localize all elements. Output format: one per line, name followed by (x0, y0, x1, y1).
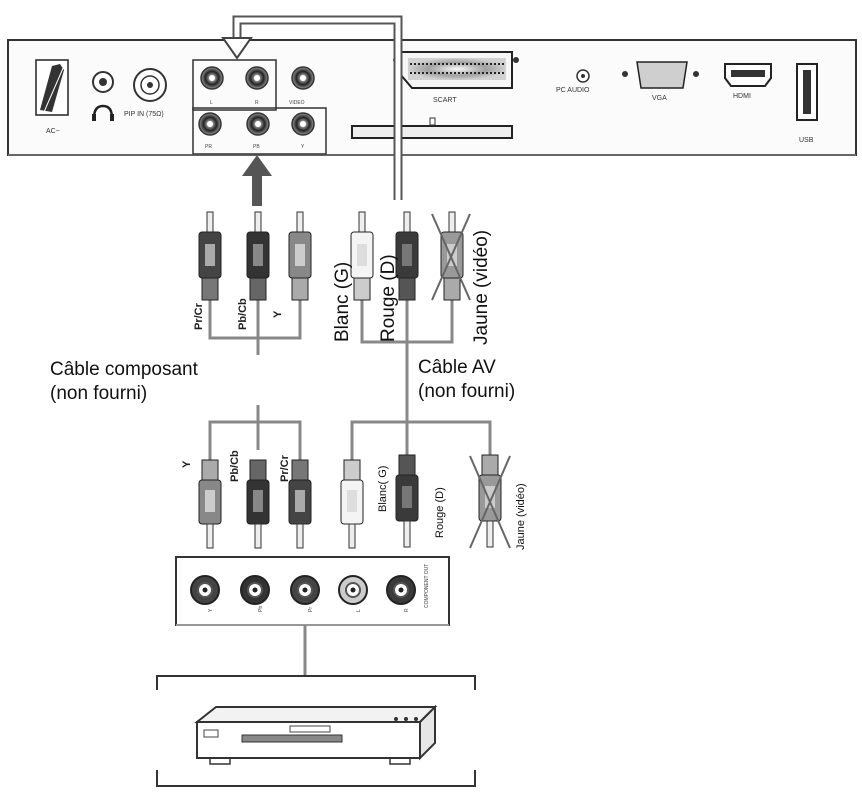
video-label: VIDEO (289, 100, 305, 106)
vga-label: VGA (652, 95, 667, 102)
audio-lr-inputs: L R (192, 59, 277, 111)
label-y-top: Y (272, 310, 284, 318)
component-plugs-top (198, 211, 312, 301)
plug-pr-top (198, 211, 222, 301)
label-pb-bottom: Pb/Cb (229, 450, 241, 482)
label-pr-top: Pr/Cr (193, 302, 205, 330)
component-input-arrow (242, 155, 272, 206)
av-top-labels: Blanc (G) Rouge (D) Jaune (vidéo) (332, 230, 492, 345)
device-output-panel: Y Pb Pr L R COMPONENT OUT (175, 556, 450, 626)
device-jack-r-label: R (404, 608, 410, 612)
label-white-bottom: Blanc( G) (377, 466, 389, 512)
scart-port: SCART (393, 51, 519, 104)
device-bracket (156, 675, 476, 787)
hdmi-label: HDMI (733, 93, 751, 100)
component-top-labels: Pr/Cr Pb/Cb Y (193, 298, 284, 330)
plug-white-bottom (340, 459, 364, 549)
plug-pb-bottom (246, 459, 270, 549)
label-white-top: Blanc (G) (332, 262, 353, 342)
audio-r-label: R (255, 100, 259, 106)
headphone-port (92, 71, 114, 121)
av-caption-line1: Câble AV (418, 357, 496, 378)
usb-label: USB (799, 137, 814, 144)
component-caption-line1: Câble composant (50, 359, 199, 380)
pc-audio-label: PC AUDIO (556, 87, 590, 94)
pip-in-port: PIP IN (75Ω) (124, 68, 167, 118)
av-bottom-labels: Blanc( G) Rouge (D) Jaune (vidéo) (377, 466, 527, 550)
vga-port: VGA (622, 61, 699, 102)
plug-red-bottom (395, 454, 419, 548)
plug-yellow-bottom (469, 454, 511, 549)
pip-in-label: PIP IN (75Ω) (124, 111, 164, 118)
plug-y-top (288, 211, 312, 301)
plug-pb-top (246, 211, 270, 301)
device-jack-l-label: L (356, 609, 362, 612)
ac-power-port: AC~ (35, 59, 69, 135)
device-jacks (190, 575, 416, 605)
device-jack-y-label: Y (208, 608, 214, 612)
dvd-player (194, 704, 438, 765)
component-bottom-labels: Y Pb/Cb Pr/Cr (181, 450, 291, 482)
label-y-bottom: Y (181, 460, 193, 468)
label-yellow-bottom: Jaune (vidéo) (515, 483, 527, 550)
tv-back-panel: AC~ PIP IN (75Ω) L R (7, 39, 857, 156)
label-yellow-top: Jaune (vidéo) (471, 230, 492, 345)
plug-y-bottom (198, 459, 222, 549)
device-jack-pb-label: Pb (258, 606, 264, 612)
component-cable-wires (208, 300, 302, 460)
component-pr-label: PR (205, 144, 212, 150)
usb-port: USB (796, 63, 818, 144)
plug-red-top (395, 211, 419, 301)
component-inputs: PR PB Y (192, 107, 327, 155)
av-caption-line2: (non fourni) (418, 381, 515, 402)
av-plugs-bottom (340, 454, 511, 549)
scart-label: SCART (433, 97, 457, 104)
hdmi-port: HDMI (724, 63, 772, 100)
pc-audio-port: PC AUDIO (556, 69, 590, 94)
plug-yellow-top (431, 211, 471, 301)
av-cable-caption: Câble AV (non fourni) (418, 357, 515, 402)
label-pb-top: Pb/Cb (237, 298, 249, 330)
component-caption-line2: (non fourni) (50, 383, 147, 404)
av-cable-wires (350, 300, 492, 460)
card-slot (351, 117, 513, 139)
av-plugs-top (350, 211, 471, 301)
component-plugs-bottom (198, 459, 312, 549)
component-y-label: Y (301, 144, 305, 150)
headphone-icon (92, 104, 114, 119)
device-jack-pr-label: Pr (308, 607, 314, 612)
label-red-top: Rouge (D) (378, 254, 399, 342)
plug-pr-bottom (288, 459, 312, 549)
audio-l-label: L (210, 100, 213, 106)
av-input-arrow (221, 15, 403, 200)
plug-white-top (350, 211, 374, 301)
label-pr-bottom: Pr/Cr (279, 454, 291, 482)
video-input: VIDEO (289, 66, 315, 106)
component-cable-caption: Câble composant (non fourni) (50, 359, 199, 404)
device-side-label: COMPONENT OUT (424, 564, 430, 608)
component-pb-label: PB (253, 144, 260, 150)
label-red-bottom: Rouge (D) (434, 487, 446, 538)
ac-label: AC~ (46, 128, 60, 135)
